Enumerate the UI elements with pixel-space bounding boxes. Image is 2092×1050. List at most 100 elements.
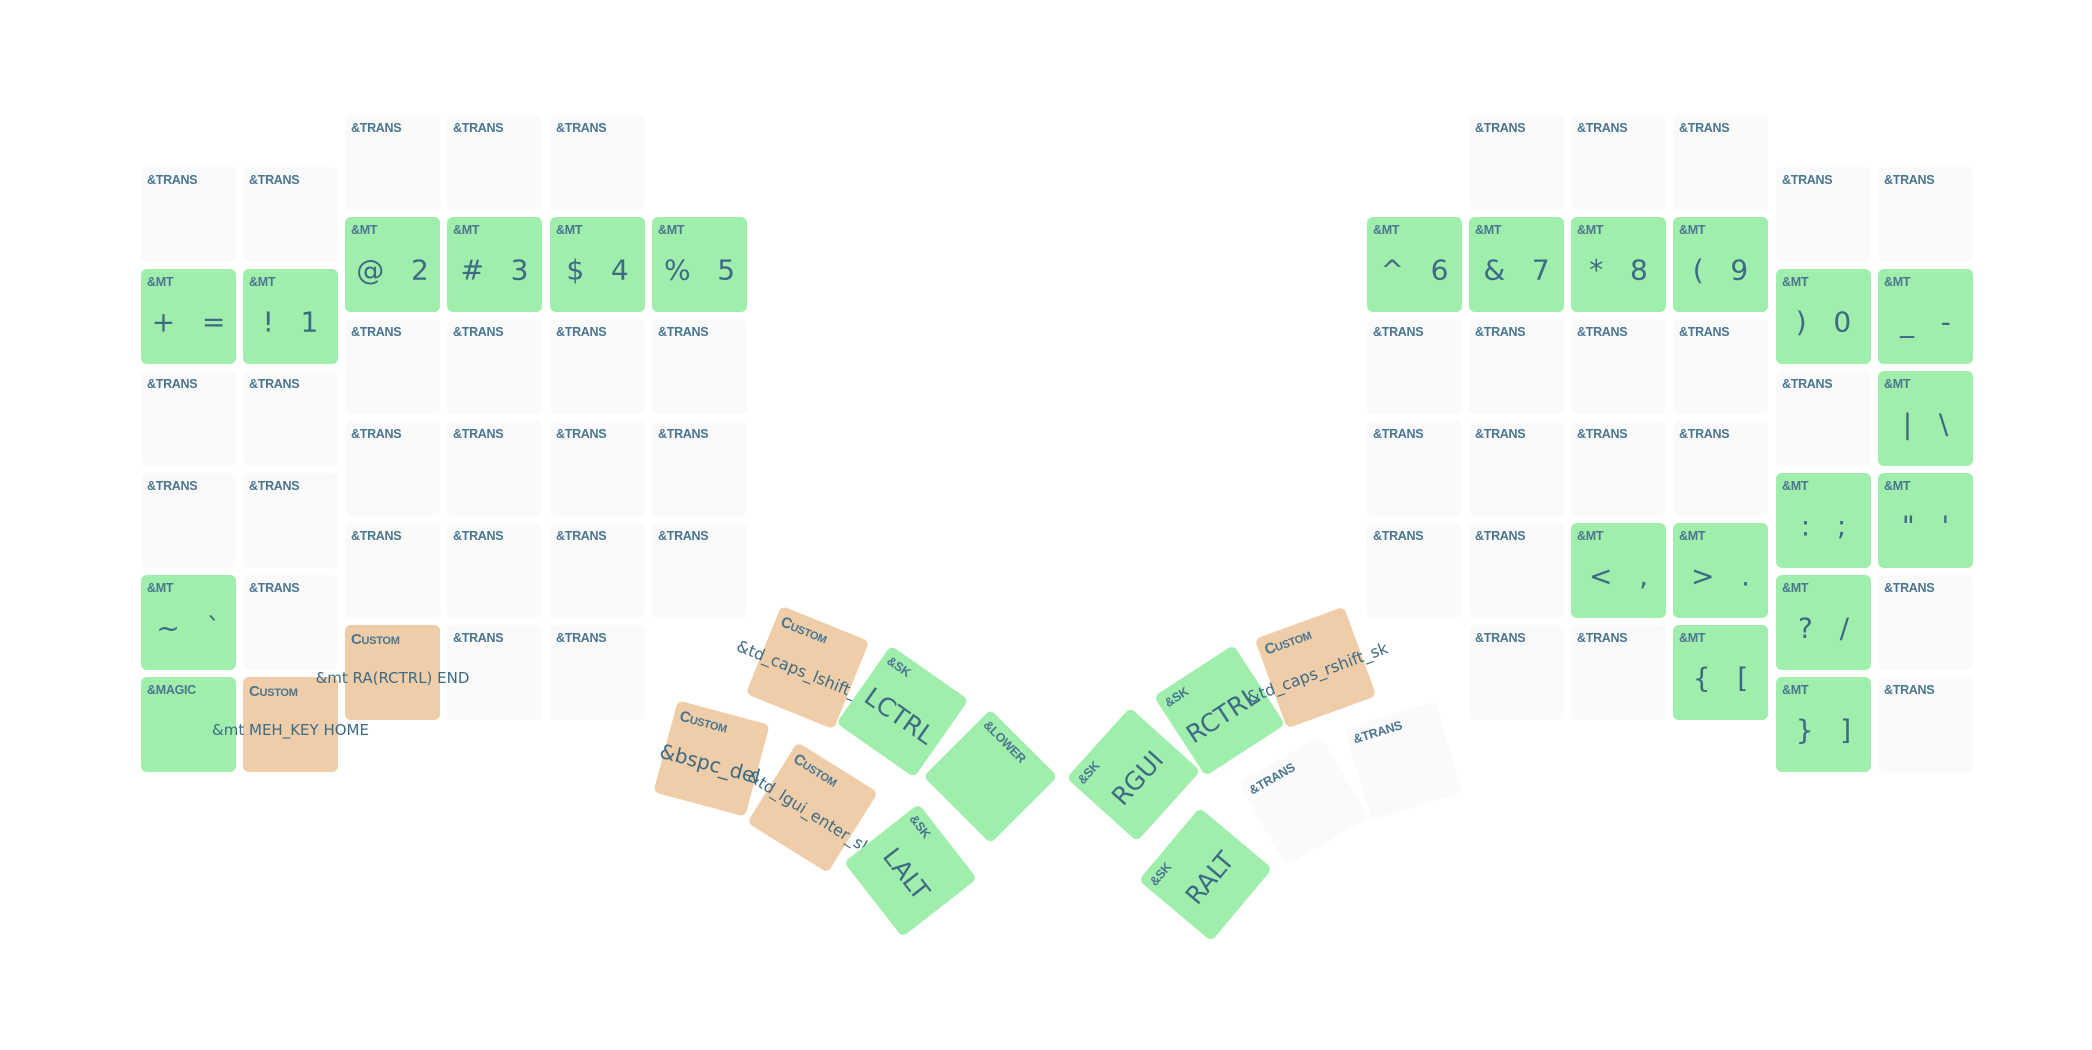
- key-behavior-label: &TRANS: [351, 529, 402, 543]
- key-behavior-label: &TRANS: [1782, 173, 1833, 187]
- key-trans[interactable]: &TRANS: [1776, 167, 1871, 262]
- key-behavior-label: &TRANS: [453, 325, 504, 339]
- key-legend: ) 0: [1795, 305, 1852, 339]
- key-trans[interactable]: &TRANS: [345, 421, 440, 516]
- key-1[interactable]: &MT! 1: [243, 269, 338, 364]
- key-trans[interactable]: &TRANS: [243, 473, 338, 568]
- key-mt-ra-rctrl-end[interactable]: Custom&mt RA(RCTRL) END: [316, 625, 469, 720]
- key-legend: { [: [1692, 661, 1749, 695]
- key-behavior-label: &TRANS: [351, 121, 402, 135]
- key-behavior-label: &TRANS: [453, 631, 504, 645]
- key-9[interactable]: &MT( 9: [1673, 217, 1768, 312]
- key-trans[interactable]: &TRANS: [243, 167, 338, 262]
- key-blank[interactable]: &MT? /: [1776, 575, 1871, 670]
- key-trans[interactable]: &TRANS: [1878, 167, 1973, 262]
- key-trans[interactable]: &TRANS: [1469, 523, 1564, 618]
- key-trans[interactable]: &TRANS: [1469, 625, 1564, 720]
- key-legend: &mt MEH_KEY HOME: [212, 721, 369, 740]
- key-trans[interactable]: &TRANS: [652, 523, 747, 618]
- key-blank[interactable]: &MT" ': [1878, 473, 1973, 568]
- key-trans[interactable]: &TRANS: [1878, 575, 1973, 670]
- key-trans[interactable]: &TRANS: [550, 115, 645, 210]
- key-behavior-label: &TRANS: [351, 325, 402, 339]
- key-trans[interactable]: &TRANS: [1673, 421, 1768, 516]
- key-legend: * 8: [1589, 253, 1648, 287]
- key-behavior-label: &TRANS: [556, 427, 607, 441]
- key-trans[interactable]: &TRANS: [1469, 115, 1564, 210]
- key-blank[interactable]: &MT_ -: [1878, 269, 1973, 364]
- key-trans[interactable]: &TRANS: [243, 371, 338, 466]
- key-trans[interactable]: &TRANS: [141, 167, 236, 262]
- key-behavior-label: &MT: [453, 223, 480, 237]
- key-trans[interactable]: &TRANS: [243, 575, 338, 670]
- key-magic[interactable]: &MAGIC: [141, 677, 236, 772]
- key-behavior-label: &TRANS: [249, 173, 300, 187]
- key-3[interactable]: &MT# 3: [447, 217, 542, 312]
- key-blank[interactable]: &MT< ,: [1571, 523, 1666, 618]
- key-behavior-label: Custom: [1261, 625, 1314, 659]
- key-blank[interactable]: &MT~ `: [141, 575, 236, 670]
- key-behavior-label: &MT: [556, 223, 583, 237]
- key-blank[interactable]: &MT> .: [1673, 523, 1768, 618]
- key-trans[interactable]: &TRANS: [345, 523, 440, 618]
- key-7[interactable]: &MT& 7: [1469, 217, 1564, 312]
- key-blank[interactable]: &MT{ [: [1673, 625, 1768, 720]
- key-trans[interactable]: &TRANS: [1571, 625, 1666, 720]
- key-behavior-label: &TRANS: [147, 377, 198, 391]
- key-blank[interactable]: &MT: ;: [1776, 473, 1871, 568]
- key-bspc-del[interactable]: Custom&bspc_del: [652, 699, 770, 817]
- key-trans[interactable]: &TRANS: [447, 115, 542, 210]
- key-trans[interactable]: &TRANS: [550, 421, 645, 516]
- key-2[interactable]: &MT@ 2: [345, 217, 440, 312]
- key-0[interactable]: &MT) 0: [1776, 269, 1871, 364]
- key-trans[interactable]: &TRANS: [550, 625, 645, 720]
- key-6[interactable]: &MT^ 6: [1367, 217, 1462, 312]
- key-mt-meh-key-home[interactable]: Custom&mt MEH_KEY HOME: [212, 677, 369, 772]
- key-trans[interactable]: &TRANS: [141, 371, 236, 466]
- key-trans[interactable]: &TRANS: [1343, 700, 1463, 820]
- key-legend: @ 2: [356, 253, 429, 287]
- key-trans[interactable]: &TRANS: [1571, 421, 1666, 516]
- key-blank[interactable]: &MT+ =: [141, 269, 236, 364]
- key-behavior-label: &SK: [906, 811, 933, 841]
- key-trans[interactable]: &TRANS: [550, 319, 645, 414]
- key-trans[interactable]: &TRANS: [1469, 319, 1564, 414]
- key-behavior-label: &TRANS: [556, 121, 607, 135]
- key-trans[interactable]: &TRANS: [141, 473, 236, 568]
- key-trans[interactable]: &TRANS: [1673, 115, 1768, 210]
- key-trans[interactable]: &TRANS: [1878, 677, 1973, 772]
- key-trans[interactable]: &TRANS: [1238, 735, 1368, 865]
- key-trans[interactable]: &TRANS: [1776, 371, 1871, 466]
- key-trans[interactable]: &TRANS: [447, 421, 542, 516]
- key-trans[interactable]: &TRANS: [1571, 319, 1666, 414]
- key-trans[interactable]: &TRANS: [345, 115, 440, 210]
- key-blank[interactable]: &MT| \: [1878, 371, 1973, 466]
- key-behavior-label: &TRANS: [1373, 325, 1424, 339]
- key-behavior-label: &LOWER: [980, 717, 1029, 766]
- key-trans[interactable]: &TRANS: [652, 319, 747, 414]
- key-legend: < ,: [1588, 559, 1649, 593]
- key-4[interactable]: &MT$ 4: [550, 217, 645, 312]
- key-trans[interactable]: &TRANS: [447, 625, 542, 720]
- key-behavior-label: &TRANS: [658, 325, 709, 339]
- key-trans[interactable]: &TRANS: [1367, 421, 1462, 516]
- key-legend: LALT: [876, 841, 935, 906]
- key-blank[interactable]: &MT} ]: [1776, 677, 1871, 772]
- key-trans[interactable]: &TRANS: [550, 523, 645, 618]
- key-trans[interactable]: &TRANS: [447, 523, 542, 618]
- key-5[interactable]: &MT% 5: [652, 217, 747, 312]
- key-behavior-label: &TRANS: [147, 173, 198, 187]
- key-trans[interactable]: &TRANS: [1469, 421, 1564, 516]
- key-trans[interactable]: &TRANS: [447, 319, 542, 414]
- key-trans[interactable]: &TRANS: [1571, 115, 1666, 210]
- key-trans[interactable]: &TRANS: [1367, 319, 1462, 414]
- key-trans[interactable]: &TRANS: [652, 421, 747, 516]
- key-trans[interactable]: &TRANS: [345, 319, 440, 414]
- key-trans[interactable]: &TRANS: [1367, 523, 1462, 618]
- key-8[interactable]: &MT* 8: [1571, 217, 1666, 312]
- key-legend: ( 9: [1692, 253, 1749, 287]
- key-behavior-label: &MT: [1373, 223, 1400, 237]
- key-trans[interactable]: &TRANS: [1673, 319, 1768, 414]
